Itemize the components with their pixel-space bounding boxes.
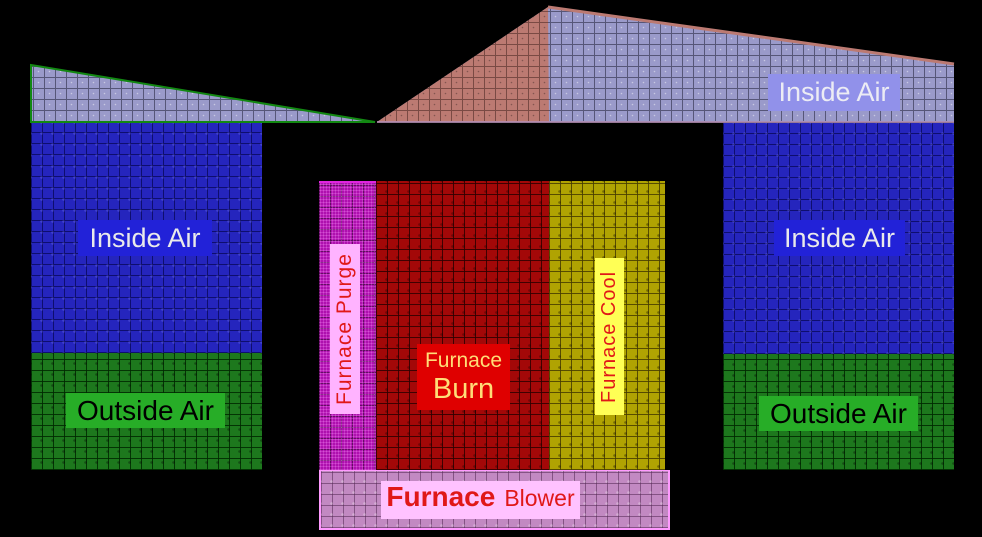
furnace-burn-region bbox=[376, 181, 549, 470]
furnace-burn-label-line1: Furnace bbox=[424, 349, 503, 372]
furnace-purge-label: Furnace Purge bbox=[330, 244, 360, 414]
inside-air-right-region bbox=[723, 123, 954, 354]
roof-ridge-line bbox=[547, 5, 955, 66]
furnace-blower-label-word1: Furnace bbox=[386, 481, 496, 512]
left-outside-air-label: Outside Air bbox=[66, 393, 225, 428]
furnace-blower-label-word2: Blower bbox=[504, 485, 575, 511]
roof-inside-air-label: Inside Air bbox=[768, 74, 900, 111]
roof-gable-salmon bbox=[377, 7, 549, 122]
furnace-cool-label: Furnace Cool bbox=[595, 258, 624, 415]
right-inside-air-label: Inside Air bbox=[774, 220, 905, 256]
inside-air-left-region bbox=[31, 123, 262, 353]
right-outside-air-label: Outside Air bbox=[759, 396, 918, 431]
furnace-cool-region bbox=[549, 181, 665, 470]
left-inside-air-label: Inside Air bbox=[78, 220, 212, 256]
roof-left-attic bbox=[30, 63, 376, 123]
furnace-burn-label-line2: Burn bbox=[432, 373, 495, 405]
roof-shapes bbox=[30, 5, 955, 123]
furnace-burn-label: Furnace Burn bbox=[417, 344, 510, 410]
furnace-blower-label: Furnace Blower bbox=[381, 481, 580, 519]
